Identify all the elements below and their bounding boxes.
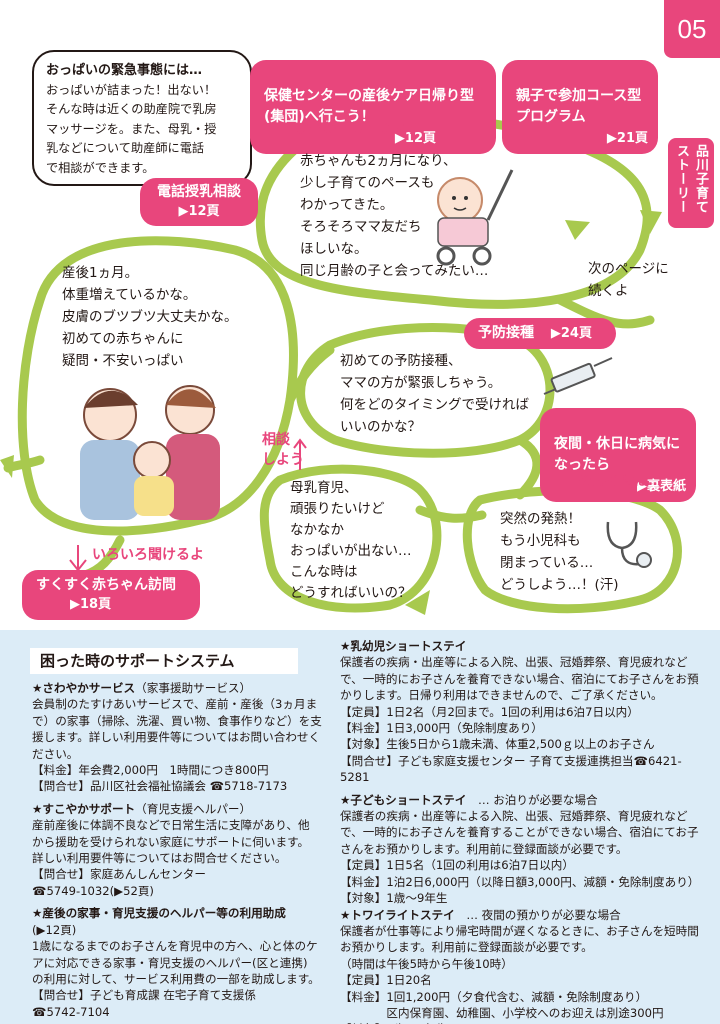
pill-parent-child[interactable]: 親子で参加コース型 プログラム ▶21頁: [502, 60, 658, 154]
pill-night-arrow: ▶裏表紙: [637, 479, 686, 494]
note-next-page: 次のページに 続くよ: [588, 261, 669, 299]
support-item-title: ★トワイライトステイ: [340, 907, 455, 922]
support-left-column: ★さわやかサービス（家事援助サービス） 会員制のたすけあいサービスで、産前・産後…: [32, 680, 332, 1020]
pill-daycare-label: 保健センターの産後ケア日帰り型 (集団)へ行こう！: [264, 88, 474, 125]
bubble-fever: 突然の発熱！ もう小児科も 閉まっている… どうしよう…！(汗): [500, 511, 619, 593]
connector-3: [415, 505, 487, 523]
arrow-head-2: [640, 210, 662, 234]
loop-one-month: [17, 236, 298, 536]
support-item-title: ★すこやかサポート: [32, 801, 136, 816]
support-right-column: ★乳幼児ショートステイ 保護者の疾病・出産等による入院、出張、冠婚葬祭、育児疲れ…: [340, 638, 700, 1024]
pill-vaccine-label: 予防接種: [478, 325, 534, 341]
side-tab-shinagawa-story[interactable]: 品川子育てストーリー: [668, 138, 714, 228]
pill-visit-label: すくすく赤ちゃん訪問: [36, 577, 176, 593]
support-system-section: 困った時のサポートシステム ★さわやかサービス（家事援助サービス） 会員制のたす…: [0, 630, 720, 1024]
bubble-vaccination: 初めての予防接種、 ママの方が緊張しちゃう。 何をどのタイミングで受ければ いい…: [340, 353, 529, 435]
support-item-sub: … お泊りが必要な場合: [466, 792, 598, 807]
support-item-body: (▶12頁) 1歳になるまでのお子さんを育児中の方へ、心と体のケ アに対応できる…: [32, 922, 320, 1019]
pill-daycare[interactable]: 保健センターの産後ケア日帰り型 (集団)へ行こう！ ▶12頁: [250, 60, 496, 154]
support-item-sub: （育児支援ヘルパー）: [135, 801, 252, 816]
pill-parent-child-arrow: ▶21頁: [606, 131, 648, 146]
support-item-body: 会員制のたすけあいサービスで、産前・産後（3ヵ月ま で）の家事（掃除、洗濯、買い…: [32, 697, 322, 794]
support-item-body: 保護者の疾病・出産等による入院、出張、冠婚葬祭、育児疲れなど で、一時的にお子さ…: [340, 809, 700, 906]
connector-2: [515, 435, 542, 500]
pill-parent-child-label: 親子で参加コース型 プログラム: [516, 88, 642, 125]
pink-arrow-consult: [293, 438, 307, 470]
pill-daycare-arrow: ▶12頁: [394, 131, 436, 146]
note-ask: いろいろ聞けるよ: [92, 547, 204, 563]
support-item-infant-short-stay: ★乳幼児ショートステイ 保護者の疾病・出産等による入院、出張、冠婚葬祭、育児疲れ…: [340, 638, 700, 786]
arrow-head-1: [0, 455, 14, 478]
pill-visit-arrow: ▶18頁: [70, 597, 112, 612]
support-item-sukoyaka: ★すこやかサポート（育児支援ヘルパー） 産前産後に体調不良などで日常生活に支障が…: [32, 801, 332, 899]
pill-phone-consult[interactable]: 電話授乳相談 ▶12頁: [140, 178, 258, 226]
loop-breastfeeding: [259, 464, 442, 613]
bubble-one-month: 産後1ヵ月。 体重増えているかな。 皮膚のブツブツ大丈夫かな。 初めての赤ちゃん…: [62, 265, 238, 369]
page-number: 05: [664, 0, 720, 58]
stroller-illustration: [436, 169, 514, 266]
pill-phone-arrow: ▶12頁: [178, 204, 220, 219]
note-outing: お出かけしてみよう: [294, 121, 420, 137]
pill-vaccine[interactable]: 予防接種 ▶24頁: [464, 318, 616, 349]
support-item-sawayaka: ★さわやかサービス（家事援助サービス） 会員制のたすけあいサービスで、産前・産後…: [32, 680, 332, 795]
pink-arrow-ask: [69, 545, 87, 572]
support-item-sub: … 夜間の預かりが必要な場合: [454, 907, 621, 922]
support-title: 困った時のサポートシステム: [30, 648, 298, 674]
emergency-body: おっぱいが詰まった！出ない！ そんな時は近くの助産院で乳房 マッサージを。また、…: [46, 82, 217, 175]
support-item-title: ★子どもショートステイ: [340, 792, 467, 807]
support-item-title: ★さわやかサービス: [32, 681, 136, 695]
stethoscope-icon: [606, 521, 652, 568]
emergency-heading: おっぱいの緊急事態には…: [46, 63, 203, 78]
arrow-head-3: [565, 220, 590, 240]
support-item-body: 保護者の疾病・出産等による入院、出張、冠婚葬祭、育児疲れなど で、一時的にお子さ…: [340, 655, 699, 785]
support-item-body: 産前産後に体調不良などで日常生活に支障があり、他 から援助を受けられない家庭にサ…: [32, 818, 310, 898]
pill-baby-visit[interactable]: すくすく赤ちゃん訪問 ▶18頁: [22, 570, 200, 620]
support-item-child-short-stay: ★子どもショートステイ … お泊りが必要な場合 保護者の疾病・出産等による入院、…: [340, 792, 700, 907]
family-illustration: [80, 385, 220, 520]
bubble-two-months: 赤ちゃんも2ヵ月になり、 少し子育てのペースも わかってきた。 そろそろママ友だ…: [300, 153, 489, 279]
pill-vaccine-arrow: ▶24頁: [550, 326, 592, 341]
pill-phone-label: 電話授乳相談: [157, 184, 241, 200]
connector-1: [285, 345, 335, 405]
bubble-breastfeeding: 母乳育児、 頑張りたいけど なかなか おっぱいが出ない… こんな時は どうすれば…: [290, 480, 412, 601]
syringe-icon: [543, 357, 613, 395]
support-item-title: ★産後の家事・育児支援のヘルパー等の利用助成: [32, 906, 286, 921]
support-item-sub: （家事援助サービス）: [135, 681, 252, 695]
emergency-box: おっぱいの緊急事態には… おっぱいが詰まった！出ない！ そんな時は近くの助産院で…: [32, 50, 252, 198]
support-item-twilight-stay: ★トワイライトステイ … 夜間の預かりが必要な場合 保護者が仕事等により帰宅時間…: [340, 907, 700, 1024]
support-item-title: ★乳幼児ショートステイ: [340, 639, 467, 653]
pill-night-holiday[interactable]: 夜間・休日に病気に なったら ▶裏表紙: [540, 408, 696, 502]
pill-night-label: 夜間・休日に病気に なったら: [554, 436, 680, 473]
note-consult: 相談 しよう: [262, 432, 304, 468]
support-item-body: 保護者が仕事等により帰宅時間が遅くなるときに、お子さんを短時間 お預かりします。…: [340, 923, 699, 1024]
support-item-helper-subsidy: ★産後の家事・育児支援のヘルパー等の利用助成 (▶12頁) 1歳になるまでのお子…: [32, 905, 332, 1020]
note-then: そんな時は…: [578, 473, 662, 489]
arrow-head-4: [405, 590, 430, 615]
